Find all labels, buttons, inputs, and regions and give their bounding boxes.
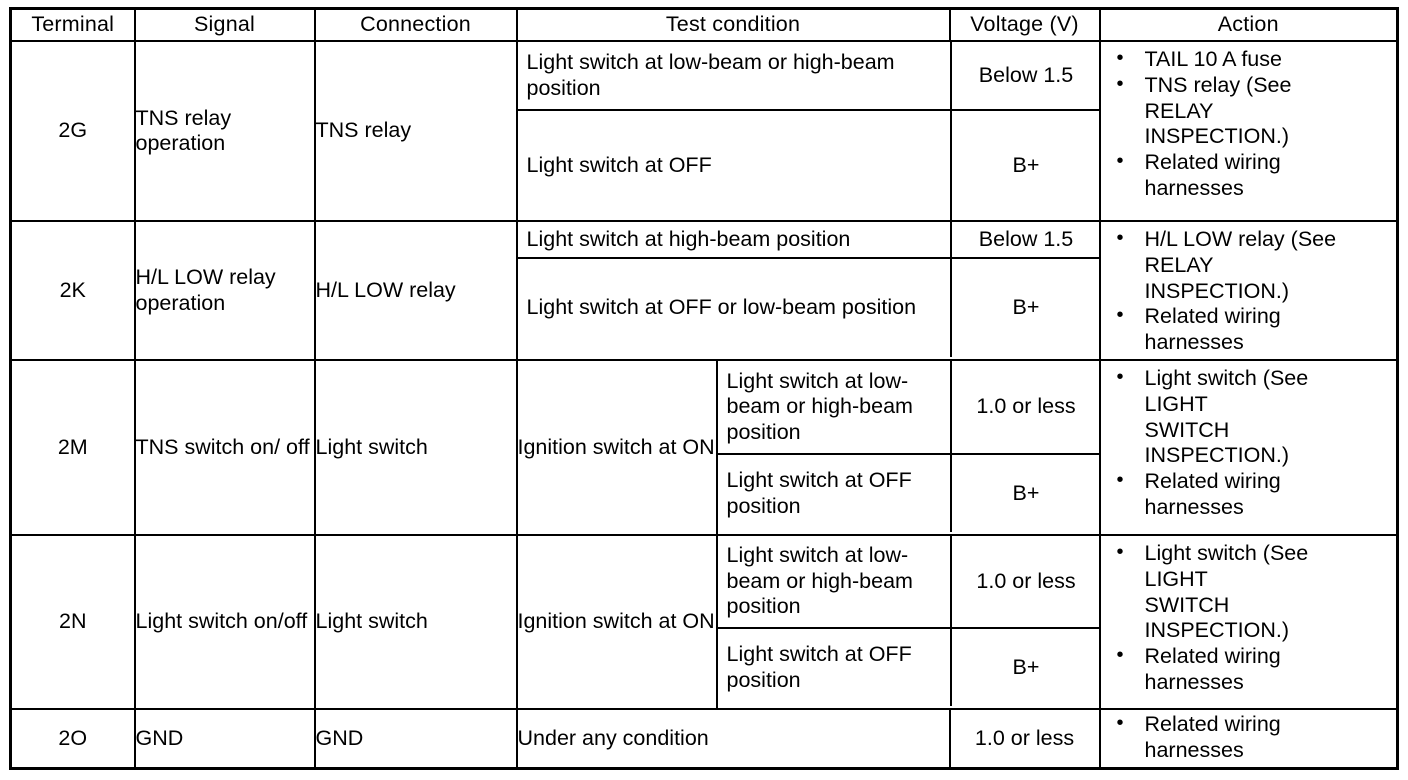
condition-subrow: Light switch at low-beam or high-beam po… [717, 361, 1101, 455]
action-item: H/L LOW relay (See RELAY INSPECTION.) [1115, 226, 1393, 304]
cell-test-condition-group: Light switch at low-beam or high-beam po… [515, 40, 1101, 222]
condition-text: Light switch at OFF position [717, 454, 952, 532]
condition-subtable: Light switch at low-beam or high-beam po… [717, 536, 1101, 706]
condition-subrow: Light switch at low-beam or high-beam po… [517, 42, 1101, 111]
header-signal: Signal [133, 7, 316, 42]
cell-connection: TNS relay [313, 40, 518, 222]
voltage-value: 1.0 or less [949, 361, 1101, 455]
condition-text: Light switch at OFF position [717, 628, 952, 706]
cell-condition-main: Ignition switch at ON [515, 534, 718, 710]
cell-terminal: 2K [9, 220, 136, 361]
condition-subrow: Light switch at OFF B+ [517, 110, 1101, 220]
cell-condition-main: Under any condition [515, 708, 951, 769]
voltage-value: B+ [949, 454, 1101, 532]
action-list: Related wiring harnesses [1101, 711, 1397, 764]
condition-text: Light switch at OFF or low-beam position [517, 258, 952, 357]
action-list: H/L LOW relay (See RELAY INSPECTION.) Re… [1101, 226, 1397, 356]
cell-connection: H/L LOW relay [313, 220, 518, 361]
table-row: 2O GND GND Under any condition 1.0 or le… [9, 708, 1399, 769]
condition-text: Light switch at low-beam or high-beam po… [717, 536, 952, 629]
condition-subrow: Light switch at low-beam or high-beam po… [717, 536, 1101, 629]
cell-signal: H/L LOW relay operation [133, 220, 316, 361]
condition-subtable: Light switch at low-beam or high-beam po… [717, 361, 1101, 532]
action-list: Light switch (See LIGHT SWITCH INSPECTIO… [1101, 540, 1397, 696]
action-list: Light switch (See LIGHT SWITCH INSPECTIO… [1101, 365, 1397, 521]
table-body: 2G TNS relay operation TNS relay Light s… [9, 40, 1399, 769]
voltage-value: 1.0 or less [949, 536, 1101, 629]
cell-action: Light switch (See LIGHT SWITCH INSPECTIO… [1098, 534, 1399, 710]
terminal-inspection-table: Terminal Signal Connection Test conditio… [9, 7, 1399, 770]
action-item: TAIL 10 A fuse [1115, 46, 1393, 73]
table-row: 2G TNS relay operation TNS relay Light s… [9, 40, 1399, 222]
cell-terminal: 2G [9, 40, 136, 222]
voltage-value: Below 1.5 [949, 222, 1101, 259]
condition-subtable: Light switch at high-beam position Below… [517, 222, 1101, 357]
table-row: 2M TNS switch on/ off Light switch Ignit… [9, 359, 1399, 536]
table-header: Terminal Signal Connection Test conditio… [9, 7, 1399, 42]
action-item: TNS relay (See RELAY INSPECTION.) [1115, 72, 1393, 150]
header-action: Action [1098, 7, 1399, 42]
cell-signal: TNS relay operation [133, 40, 316, 222]
action-item: Light switch (See LIGHT SWITCH INSPECTIO… [1115, 540, 1393, 644]
condition-text: Light switch at high-beam position [517, 222, 952, 259]
cell-terminal: 2M [9, 359, 136, 536]
action-list: TAIL 10 A fuse TNS relay (See RELAY INSP… [1101, 46, 1397, 202]
cell-terminal: 2N [9, 534, 136, 710]
cell-signal: TNS switch on/ off [133, 359, 316, 536]
cell-test-condition-group: Light switch at low-beam or high-beam po… [715, 359, 1101, 536]
cell-terminal: 2O [9, 708, 136, 769]
cell-action: TAIL 10 A fuse TNS relay (See RELAY INSP… [1098, 40, 1399, 222]
cell-connection: Light switch [313, 359, 518, 536]
cell-signal: Light switch on/off [133, 534, 316, 710]
cell-action: Light switch (See LIGHT SWITCH INSPECTIO… [1098, 359, 1399, 536]
action-item: Related wiring harnesses [1115, 303, 1393, 356]
header-row: Terminal Signal Connection Test conditio… [9, 7, 1399, 42]
table-row: 2N Light switch on/off Light switch Igni… [9, 534, 1399, 710]
action-item: Related wiring harnesses [1115, 643, 1393, 696]
table-row: 2K H/L LOW relay operation H/L LOW relay… [9, 220, 1399, 361]
cell-action: H/L LOW relay (See RELAY INSPECTION.) Re… [1098, 220, 1399, 361]
condition-subrow: Light switch at OFF position B+ [717, 454, 1101, 532]
cell-test-condition-group: Light switch at low-beam or high-beam po… [715, 534, 1101, 710]
condition-subrow: Light switch at OFF position B+ [717, 628, 1101, 706]
action-item: Related wiring harnesses [1115, 149, 1393, 202]
action-item: Related wiring harnesses [1115, 711, 1393, 764]
voltage-value: B+ [949, 258, 1101, 357]
cell-connection: Light switch [313, 534, 518, 710]
condition-text: Light switch at low-beam or high-beam po… [517, 42, 952, 111]
header-terminal: Terminal [9, 7, 136, 42]
action-item: Light switch (See LIGHT SWITCH INSPECTIO… [1115, 365, 1393, 469]
voltage-value: 1.0 or less [948, 708, 1101, 769]
cell-signal: GND [133, 708, 316, 769]
voltage-value: B+ [949, 628, 1101, 706]
voltage-value: Below 1.5 [949, 42, 1101, 111]
header-voltage: Voltage (V) [948, 7, 1101, 42]
cell-action: Related wiring harnesses [1098, 708, 1399, 769]
cell-connection: GND [313, 708, 518, 769]
header-connection: Connection [313, 7, 518, 42]
condition-text: Light switch at OFF [517, 110, 952, 220]
condition-subrow: Light switch at high-beam position Below… [517, 222, 1101, 259]
condition-text: Light switch at low-beam or high-beam po… [717, 361, 952, 455]
header-test-condition: Test condition [515, 7, 951, 42]
action-item: Related wiring harnesses [1115, 468, 1393, 521]
condition-subrow: Light switch at OFF or low-beam position… [517, 258, 1101, 357]
cell-test-condition-group: Light switch at high-beam position Below… [515, 220, 1101, 361]
voltage-value: B+ [949, 110, 1101, 220]
cell-condition-main: Ignition switch at ON [515, 359, 718, 536]
condition-subtable: Light switch at low-beam or high-beam po… [517, 42, 1101, 220]
